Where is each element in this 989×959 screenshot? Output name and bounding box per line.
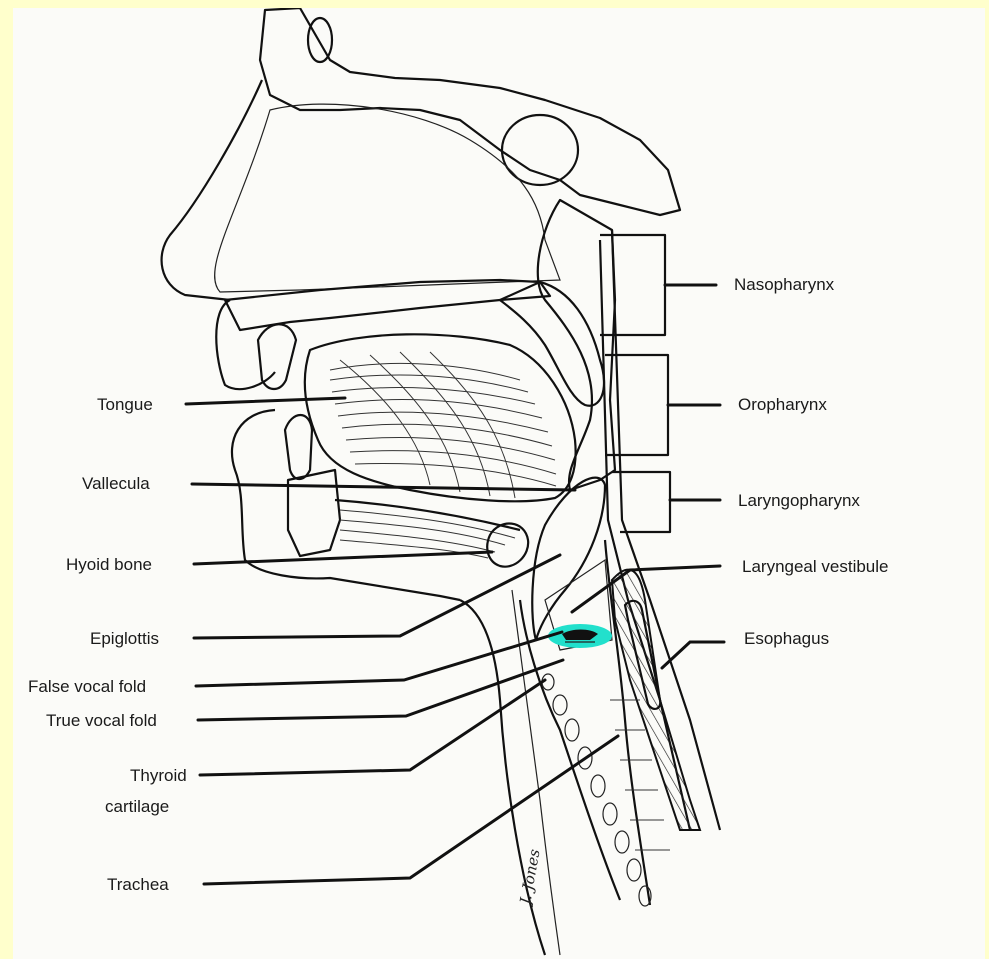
diagram-frame: Nasopharynx Oropharynx Laryngopharynx La…: [13, 8, 985, 959]
tongue-muscle-fibres: [330, 352, 556, 498]
epiglottis: [532, 478, 605, 640]
hyoid-bone: [487, 524, 528, 567]
label-epiglottis: Epiglottis: [90, 629, 159, 648]
upper-lip: [216, 300, 275, 389]
leader-trachea: [204, 736, 618, 884]
label-thyroid-cartilage-line2: cartilage: [105, 797, 169, 816]
leader-tongue: [186, 398, 345, 404]
hard-palate: [225, 280, 550, 330]
label-oropharynx: Oropharynx: [738, 395, 827, 414]
label-laryngeal-vestibule: Laryngeal vestibule: [742, 557, 888, 576]
label-vallecula: Vallecula: [82, 474, 150, 493]
label-laryngopharynx: Laryngopharynx: [738, 491, 860, 510]
label-true-vocal-fold: True vocal fold: [46, 711, 157, 730]
frontal-sinus: [308, 18, 332, 62]
label-trachea: Trachea: [107, 875, 169, 894]
lower-incisor: [285, 415, 312, 479]
label-thyroid-cartilage-line1: Thyroid: [130, 766, 187, 785]
tongue-body: [305, 334, 576, 501]
leader-true-vocal-fold: [198, 660, 563, 720]
floor-muscles: [335, 500, 520, 558]
label-tongue: Tongue: [97, 395, 153, 414]
mandible: [288, 470, 340, 556]
label-esophagus: Esophagus: [744, 629, 829, 648]
anatomy-diagram: Nasopharynx Oropharynx Laryngopharynx La…: [13, 8, 985, 959]
label-nasopharynx: Nasopharynx: [734, 275, 835, 294]
leader-hyoid-bone: [194, 552, 492, 564]
leader-thyroid-cartilage: [200, 680, 545, 775]
nose-profile: [162, 80, 262, 300]
soft-palate: [500, 282, 604, 406]
upper-incisor: [258, 324, 296, 389]
skull-base-bone: [260, 8, 680, 215]
sphenoid-sinus: [502, 115, 578, 185]
leader-false-vocal-fold: [196, 632, 562, 686]
label-false-vocal-fold: False vocal fold: [28, 677, 146, 696]
label-hyoid-bone: Hyoid bone: [66, 555, 152, 574]
